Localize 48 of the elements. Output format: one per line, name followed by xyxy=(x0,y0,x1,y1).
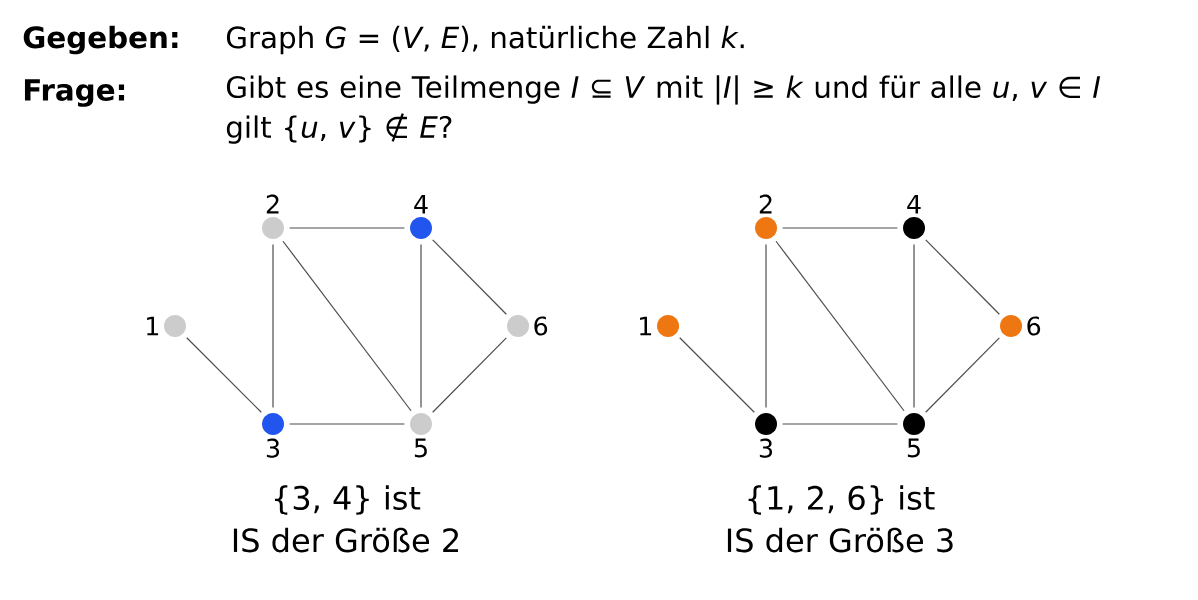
vertex-number: 5 xyxy=(907,438,920,458)
graph-vertex xyxy=(903,413,925,435)
graph-vertex xyxy=(903,217,925,239)
graph-edge xyxy=(432,239,507,315)
graph-edge xyxy=(679,337,755,413)
graph-vertex xyxy=(262,217,284,239)
graph-edge xyxy=(782,423,898,425)
heading-label: Frage: xyxy=(24,79,125,107)
graph-edge xyxy=(925,337,1000,413)
caption-text: IS der Größe 3 xyxy=(727,527,953,553)
vertex-number: 1 xyxy=(147,316,159,336)
graph-edge xyxy=(289,423,405,425)
graph-vertex xyxy=(755,413,777,435)
caption-text: {1, 2, 6} ist xyxy=(748,485,935,515)
graph-edge xyxy=(289,227,405,229)
graph-edge xyxy=(913,244,915,408)
vertex-number: 5 xyxy=(414,438,427,458)
graph-edge xyxy=(925,239,1000,315)
vertex-number: 1 xyxy=(640,316,652,336)
heading-label: Gegeben: xyxy=(23,25,178,55)
graph-edge xyxy=(186,337,262,413)
vertex-number: 4 xyxy=(414,194,428,214)
graph-vertex xyxy=(410,413,432,435)
vertex-number: 3 xyxy=(759,438,773,458)
vertex-number: 3 xyxy=(266,438,280,458)
graph-edge xyxy=(765,244,767,408)
graph-edge xyxy=(775,240,905,412)
graph-edge xyxy=(272,244,274,408)
graph-edge xyxy=(282,240,412,412)
graph-vertex xyxy=(1000,315,1022,337)
problem-text: Graph G = (V, E), natürliche Zahl k. xyxy=(226,25,744,55)
graph-vertex xyxy=(410,217,432,239)
graph-vertex xyxy=(657,315,679,337)
problem-text: Gibt es eine Teilmenge I ⊆ V mit |I| ≥ k und für alle u, v ∈ I gilt {u, v} ∉ E? xyxy=(226,75,1101,144)
caption-text: {3, 4} ist xyxy=(274,485,421,515)
graph-edge xyxy=(420,244,422,408)
vertex-number: 4 xyxy=(907,194,921,214)
vertex-number: 6 xyxy=(534,316,548,336)
graph-edge xyxy=(432,337,507,413)
caption-text: IS der Größe 2 xyxy=(233,527,458,553)
graph-vertex xyxy=(262,413,284,435)
vertex-number: 2 xyxy=(759,194,772,214)
graph-vertex xyxy=(164,315,186,337)
graph-edge xyxy=(782,227,898,229)
vertex-number: 6 xyxy=(1027,316,1041,336)
graph-vertex xyxy=(755,217,777,239)
vertex-number: 2 xyxy=(266,194,279,214)
graph-vertex xyxy=(507,315,529,337)
